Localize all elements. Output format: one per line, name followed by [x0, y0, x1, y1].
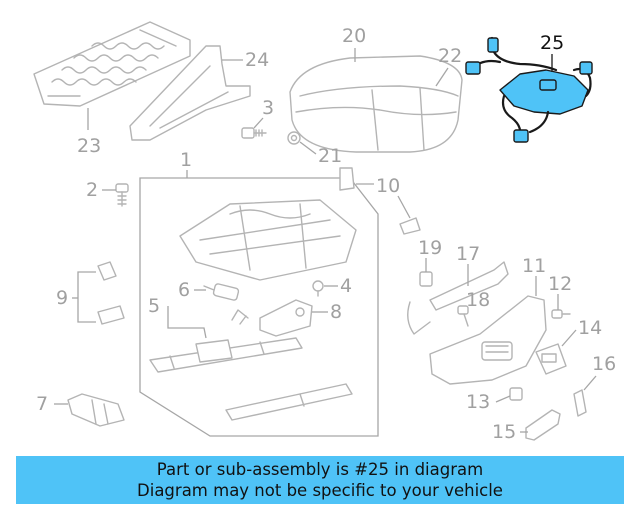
label-17: 17	[456, 243, 480, 265]
label-6: 6	[178, 279, 190, 301]
part-24-side-pad	[129, 45, 251, 141]
label-1: 1	[180, 149, 192, 171]
label-5: 5	[148, 295, 160, 317]
info-banner: Part or sub-assembly is #25 in diagram D…	[16, 456, 624, 504]
label-4: 4	[340, 275, 352, 297]
part-9-bracket-set	[97, 261, 125, 325]
banner-line-1: Part or sub-assembly is #25 in diagram	[156, 460, 484, 479]
part-6-motor	[203, 283, 240, 301]
label-21: 21	[318, 145, 342, 167]
part-20-seat-cushion	[289, 55, 463, 153]
part-13-clip	[509, 387, 523, 401]
part-8-motor-unit	[259, 299, 313, 337]
part-21-clip	[287, 131, 301, 145]
part-3-bolt	[241, 127, 267, 139]
part-7-gear-motor	[67, 393, 125, 427]
part-16-knob	[573, 389, 587, 417]
label-7: 7	[36, 393, 48, 415]
part-23-seat-spring-panel	[33, 21, 191, 107]
label-23: 23	[77, 135, 101, 157]
label-14: 14	[578, 317, 602, 339]
part-10-clip	[339, 167, 421, 235]
part-5-seat-track	[149, 309, 353, 421]
part-15-knob-cover	[525, 409, 561, 441]
label-18: 18	[466, 289, 490, 311]
label-15: 15	[492, 421, 516, 443]
label-10: 10	[376, 175, 400, 197]
parts-diagram: 23 24 3 20 21 22	[33, 21, 616, 443]
label-8: 8	[330, 301, 342, 323]
label-3: 3	[262, 97, 274, 119]
part-18-screw	[457, 305, 469, 327]
label-13: 13	[466, 391, 490, 413]
label-22: 22	[438, 45, 462, 67]
label-25: 25	[540, 32, 564, 54]
part-4-nut	[312, 280, 324, 297]
part-17-lever-cable	[407, 261, 509, 335]
label-11: 11	[522, 255, 546, 277]
label-19: 19	[418, 237, 442, 259]
label-9: 9	[56, 287, 68, 309]
part-12-bolt	[551, 309, 571, 319]
label-2: 2	[86, 179, 98, 201]
part-19-connector	[419, 271, 433, 287]
label-24: 24	[245, 49, 269, 71]
label-20: 20	[342, 25, 366, 47]
part-25-wiring-harness	[465, 36, 593, 143]
part-2-bolt	[115, 183, 129, 207]
label-16: 16	[592, 353, 616, 375]
part-11-side-shield	[429, 295, 547, 385]
part-1-seat-adjuster-frame	[139, 177, 379, 437]
label-12: 12	[548, 273, 572, 295]
banner-line-2: Diagram may not be specific to your vehi…	[137, 481, 503, 500]
part-14-switch	[535, 343, 567, 375]
